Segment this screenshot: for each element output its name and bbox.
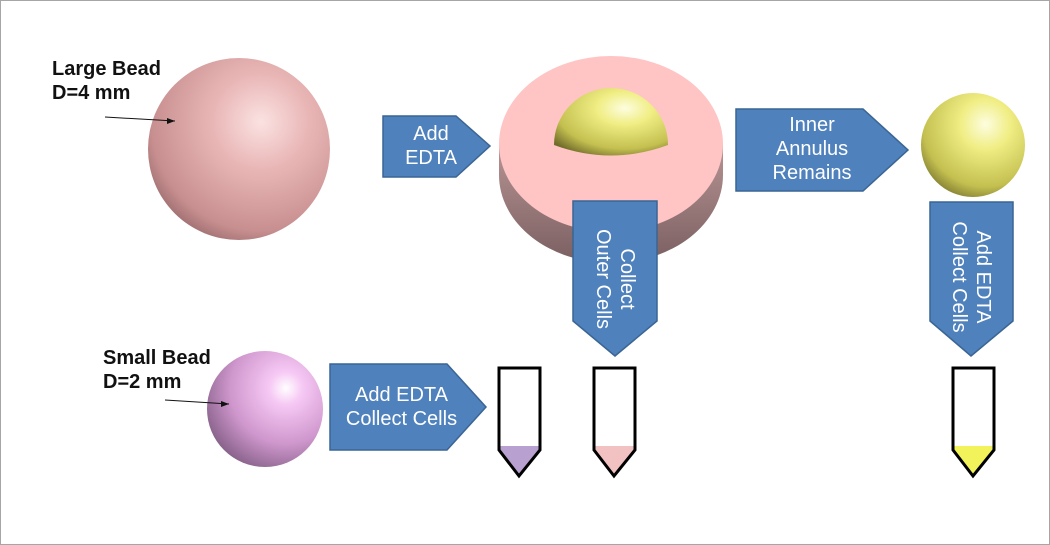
arrow-add-edta-label: Add EDTA [386,122,476,170]
arrow-add-edta-line-1: Add [413,123,449,145]
arrow-inner-annulus [735,108,910,192]
inner-core-hemisphere [554,88,668,156]
arrow-small-add-edta-label: Add EDTA Collect Cells [334,383,469,431]
arrow-inner-annulus-label: Inner Annulus Remains [742,113,882,185]
small-bead-pointer [164,399,230,405]
arrow-small-add-edta [329,363,488,451]
arrow-small-add-edta-line-2: Collect Cells [345,408,458,430]
large-bead-pointer [104,116,176,122]
arrow-collect-outer-line-2: Outer Cells [592,228,614,330]
arrow-add-edta-collect-right-line-1: Add EDTA [972,230,994,324]
large-bead-size: D=4 mm [52,82,131,104]
arrow-add-edta-collect-right-label: Add EDTA Collect Cells [947,208,995,346]
arrow-small-add-edta-line-1: Add EDTA [355,384,448,406]
small-bead-title: Small Bead [103,347,211,369]
arrow-collect-outer-label: Collect Outer Cells [591,219,639,339]
small-bead-pointer-head [221,401,229,407]
arrow-collect-outer [572,200,658,357]
arrow-add-edta-collect-right-line-2: Collect Cells [948,221,970,333]
small-bead-size: D=2 mm [103,371,182,393]
arrow-add-edta-line-2: EDTA [405,147,457,169]
tube-outer [592,366,637,479]
inner-core-sphere [921,93,1025,197]
tube-small [497,366,542,479]
arrow-collect-outer-line-1: Collect [616,248,638,310]
arrow-inner-annulus-line-1: Inner [789,114,835,136]
arrow-add-edta-collect-right [929,201,1014,357]
large-bead-sphere [148,58,330,240]
small-bead-sphere [207,351,323,467]
arrow-inner-annulus-line-3: Remains [772,162,852,184]
arrow-inner-annulus-line-2: Annulus [775,138,849,160]
large-bead-pointer-head [167,118,175,124]
large-bead-title: Large Bead [52,58,161,80]
arrow-add-edta [382,115,492,178]
tube-inner [951,366,996,479]
